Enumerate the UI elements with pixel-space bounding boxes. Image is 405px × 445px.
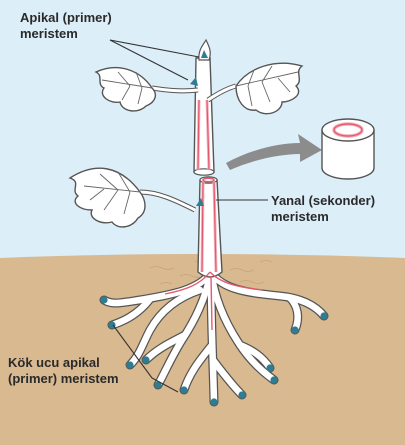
stem-cross-section (322, 119, 374, 179)
root-label-line1: Kök ucu apikal (8, 355, 119, 371)
root-apical-meristem-label: Kök ucu apikal (primer) meristem (8, 355, 119, 387)
root-label-line2: (primer) meristem (8, 371, 119, 387)
lateral-label-line2: meristem (271, 209, 375, 225)
apical-label-line2: meristem (20, 26, 112, 42)
apical-meristem-label: Apikal (primer) meristem (20, 10, 112, 42)
lateral-meristem-label: Yanal (sekonder) meristem (271, 193, 375, 225)
apical-label-line1: Apikal (primer) (20, 10, 112, 26)
lateral-label-line1: Yanal (sekonder) (271, 193, 375, 209)
